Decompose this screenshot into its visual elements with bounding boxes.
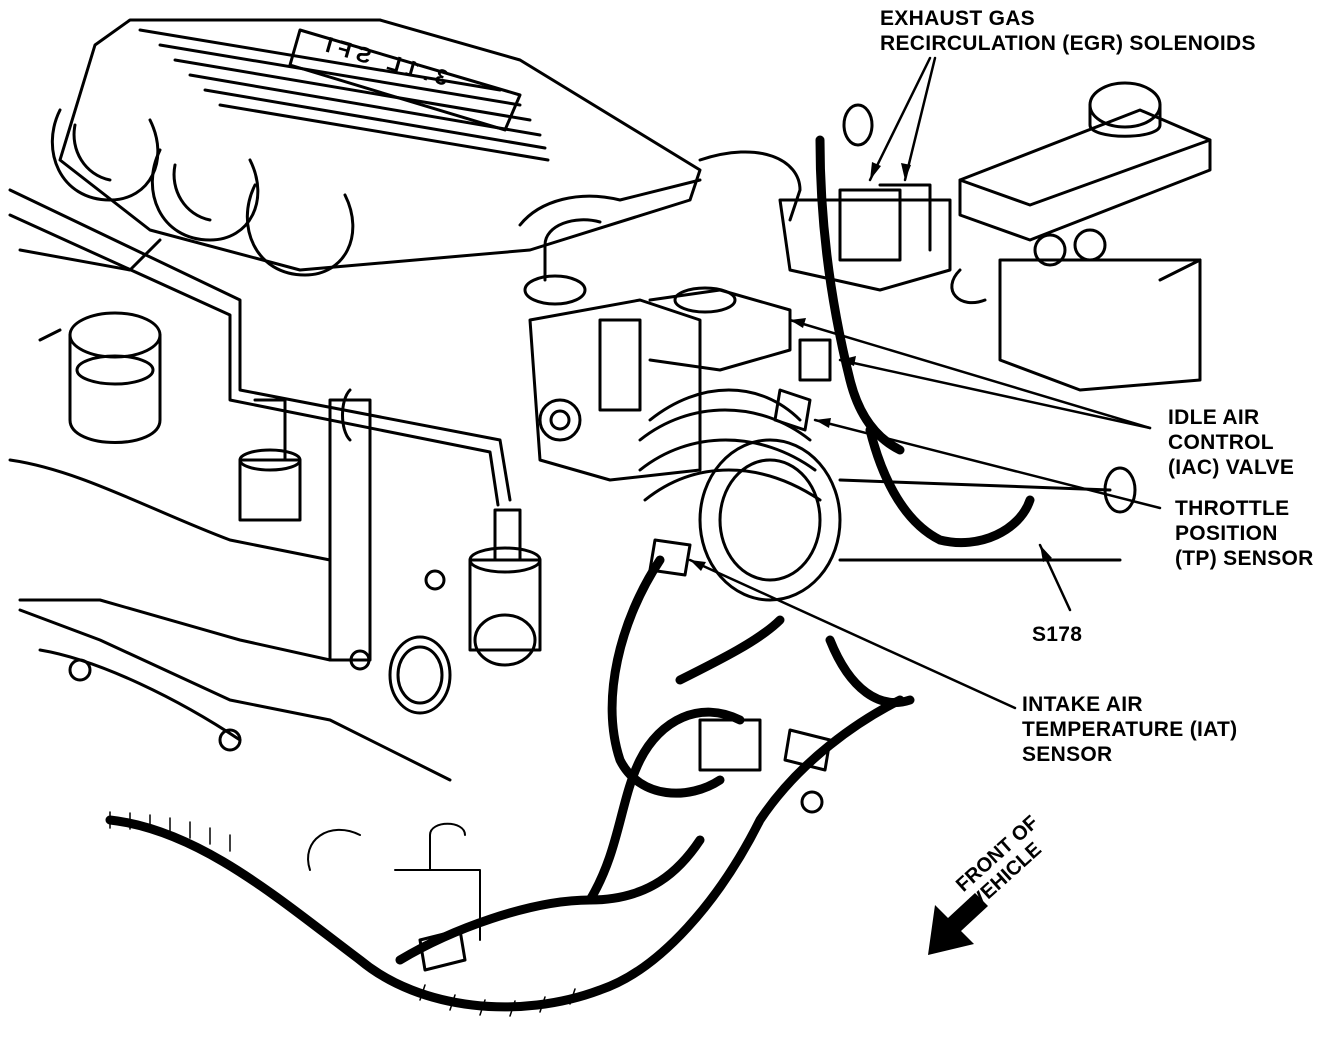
wiring-harness <box>105 135 1035 1012</box>
throttle-body <box>528 286 792 482</box>
pcv-elbow <box>518 150 802 306</box>
sensor-body <box>468 508 542 667</box>
label-egr-line2: RECIRCULATION (EGR) SOLENOIDS <box>880 32 1256 55</box>
fitting-left <box>238 398 302 522</box>
egr-solenoid-bracket <box>778 103 952 292</box>
label-tp-line3: (TP) SENSOR <box>1175 547 1314 570</box>
engine-block <box>8 388 452 782</box>
leader-tp <box>813 418 1162 510</box>
intake-plenum <box>50 18 702 277</box>
label-iac-line2: CONTROL <box>1168 431 1274 454</box>
label-iat-line3: SENSOR <box>1022 743 1113 766</box>
front-arrow-icon <box>928 893 988 955</box>
leader-iat <box>688 558 1017 710</box>
oil-filler <box>68 311 162 444</box>
label-iat-line2: TEMPERATURE (IAT) <box>1022 718 1238 741</box>
connectors <box>418 338 832 972</box>
label-egr-solenoids: EXHAUST GAS RECIRCULATION (EGR) SOLENOID… <box>880 6 1256 56</box>
lower-bracket <box>307 822 481 941</box>
label-tp-line1: THROTTLE <box>1175 497 1290 520</box>
leader-egr-2 <box>903 56 937 182</box>
label-egr-line1: EXHAUST GAS <box>880 7 1035 30</box>
harness-texture <box>109 811 576 1017</box>
label-iac-valve: IDLE AIR CONTROL (IAC) VALVE <box>1168 405 1294 480</box>
label-s178: S178 <box>1032 623 1083 646</box>
label-tp-line2: POSITION <box>1175 522 1278 545</box>
label-iat-line1: INTAKE AIR <box>1022 693 1143 716</box>
leader-egr-1 <box>868 56 932 182</box>
air-duct <box>638 388 1137 602</box>
leader-iac-1 <box>788 318 1152 430</box>
leader-iac-2 <box>838 358 1152 430</box>
arrowheads <box>690 162 1052 571</box>
master-cylinder <box>950 81 1212 392</box>
label-tp-sensor: THROTTLE POSITION (TP) SENSOR <box>1175 496 1314 571</box>
label-iac-line3: (IAC) VALVE <box>1168 456 1295 479</box>
label-iac-line1: IDLE AIR <box>1168 406 1260 429</box>
engine-badge <box>288 28 522 132</box>
callout-lines <box>688 56 1162 710</box>
label-iat-sensor: INTAKE AIR TEMPERATURE (IAT) SENSOR <box>1022 692 1237 767</box>
fuel-rail <box>8 188 512 507</box>
